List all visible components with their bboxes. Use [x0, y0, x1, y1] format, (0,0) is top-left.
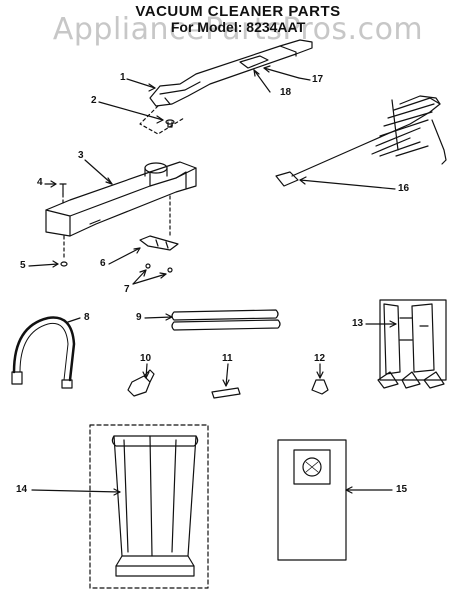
page-title: VACUUM CLEANER PARTS: [135, 3, 341, 20]
hose-part-16: [275, 95, 447, 187]
screw-part-4: [59, 183, 67, 195]
cloth-bag-part-14: [89, 424, 209, 589]
tool-part-10: [127, 369, 155, 397]
callout-14: 14: [16, 484, 28, 495]
callout-18: 18: [280, 87, 292, 98]
holder-part-13: [377, 299, 447, 389]
callout-10: 10: [140, 353, 152, 364]
tool-part-12: [311, 379, 329, 395]
callout-1: 1: [120, 72, 126, 83]
callout-6: 6: [100, 258, 106, 269]
upper-handle-part: [149, 39, 313, 107]
callout-7: 7: [124, 284, 130, 295]
page-subtitle: For Model: 8234AAT: [170, 19, 306, 35]
nut-part-5: [60, 261, 68, 267]
extension-wands-part-9: [171, 309, 281, 331]
callout-12: 12: [314, 353, 326, 364]
callout-9: 9: [136, 312, 142, 323]
leader-lines: [28, 65, 397, 496]
callout-2: 2: [91, 95, 97, 106]
screws-part-7: [145, 263, 173, 273]
callout-8: 8: [84, 312, 90, 323]
flex-hose-part-8: [11, 316, 76, 389]
watermark: AppliancePartsPros.com: [52, 12, 424, 47]
callout-15: 15: [396, 484, 408, 495]
lower-base-part: [45, 161, 197, 237]
callout-11: 11: [222, 353, 233, 364]
clip-part-6: [139, 235, 179, 251]
callout-16: 16: [398, 183, 410, 194]
callout-5: 5: [20, 260, 26, 271]
callout-3: 3: [78, 150, 84, 161]
callout-4: 4: [37, 177, 43, 188]
callout-17: 17: [312, 74, 324, 85]
crevice-tool-part-11: [211, 387, 241, 399]
callout-13: 13: [352, 318, 364, 329]
paper-bag-part-15: [277, 439, 347, 561]
